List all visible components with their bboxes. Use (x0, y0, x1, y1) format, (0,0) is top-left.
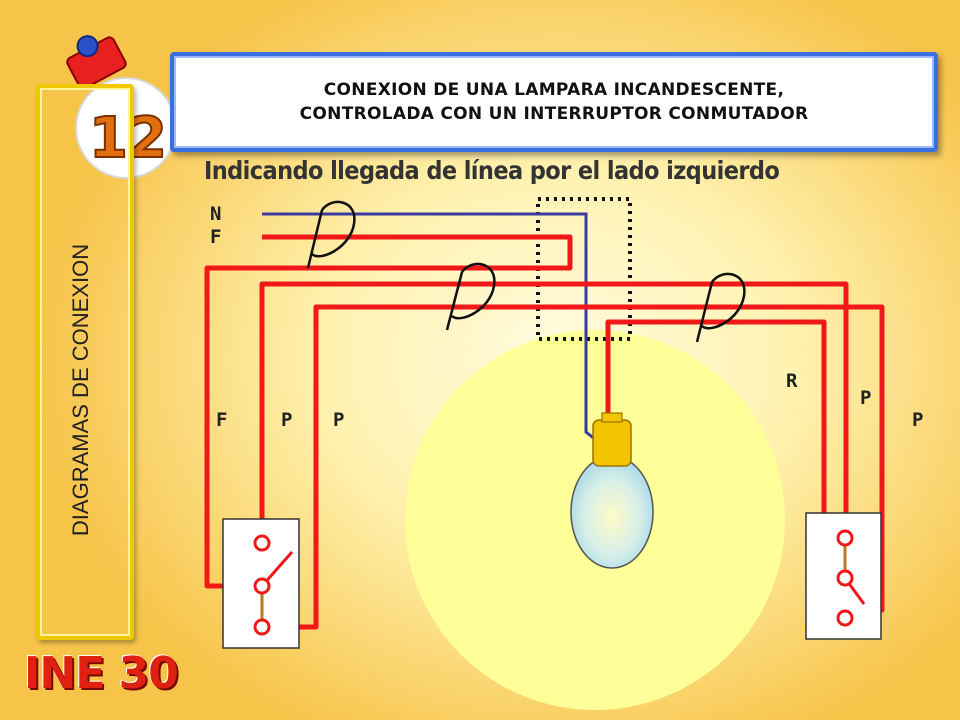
left-label-p1: P (281, 409, 293, 431)
right-label-r: R (786, 370, 798, 392)
cable-marks (306, 200, 746, 343)
title-line-1: CONEXION DE UNA LAMPARA INCANDESCENTE, (323, 80, 785, 100)
neutral-wire (262, 212, 597, 442)
title-line-2: CONTROLADA CON UN INTERRUPTOR CONMUTADOR (299, 104, 809, 124)
label-neutral: N (210, 203, 222, 225)
left-label-p2: P (333, 409, 345, 431)
badge-icon (66, 35, 177, 179)
title-box: CONEXION DE UNA LAMPARA INCANDESCENTE, C… (170, 52, 938, 152)
lamp-bulb (570, 412, 654, 569)
badge-number: 12 (89, 106, 167, 171)
traveler-wire-1 (259, 281, 849, 543)
left-switch-terminals (253, 534, 271, 636)
right-label-p1: P (860, 387, 872, 409)
left-label-f: F (216, 409, 228, 431)
brand-logo: INE 30 (24, 648, 179, 699)
phase-feed-wire (204, 234, 573, 589)
side-frame (36, 84, 134, 640)
right-switch-terminals (836, 529, 854, 627)
side-label: DIAGRAMAS DE CONEXION (68, 243, 93, 537)
label-phase: F (210, 226, 222, 248)
right-label-p2: P (912, 409, 924, 431)
subtitle: Indicando llegada de línea por el lado i… (204, 156, 780, 185)
